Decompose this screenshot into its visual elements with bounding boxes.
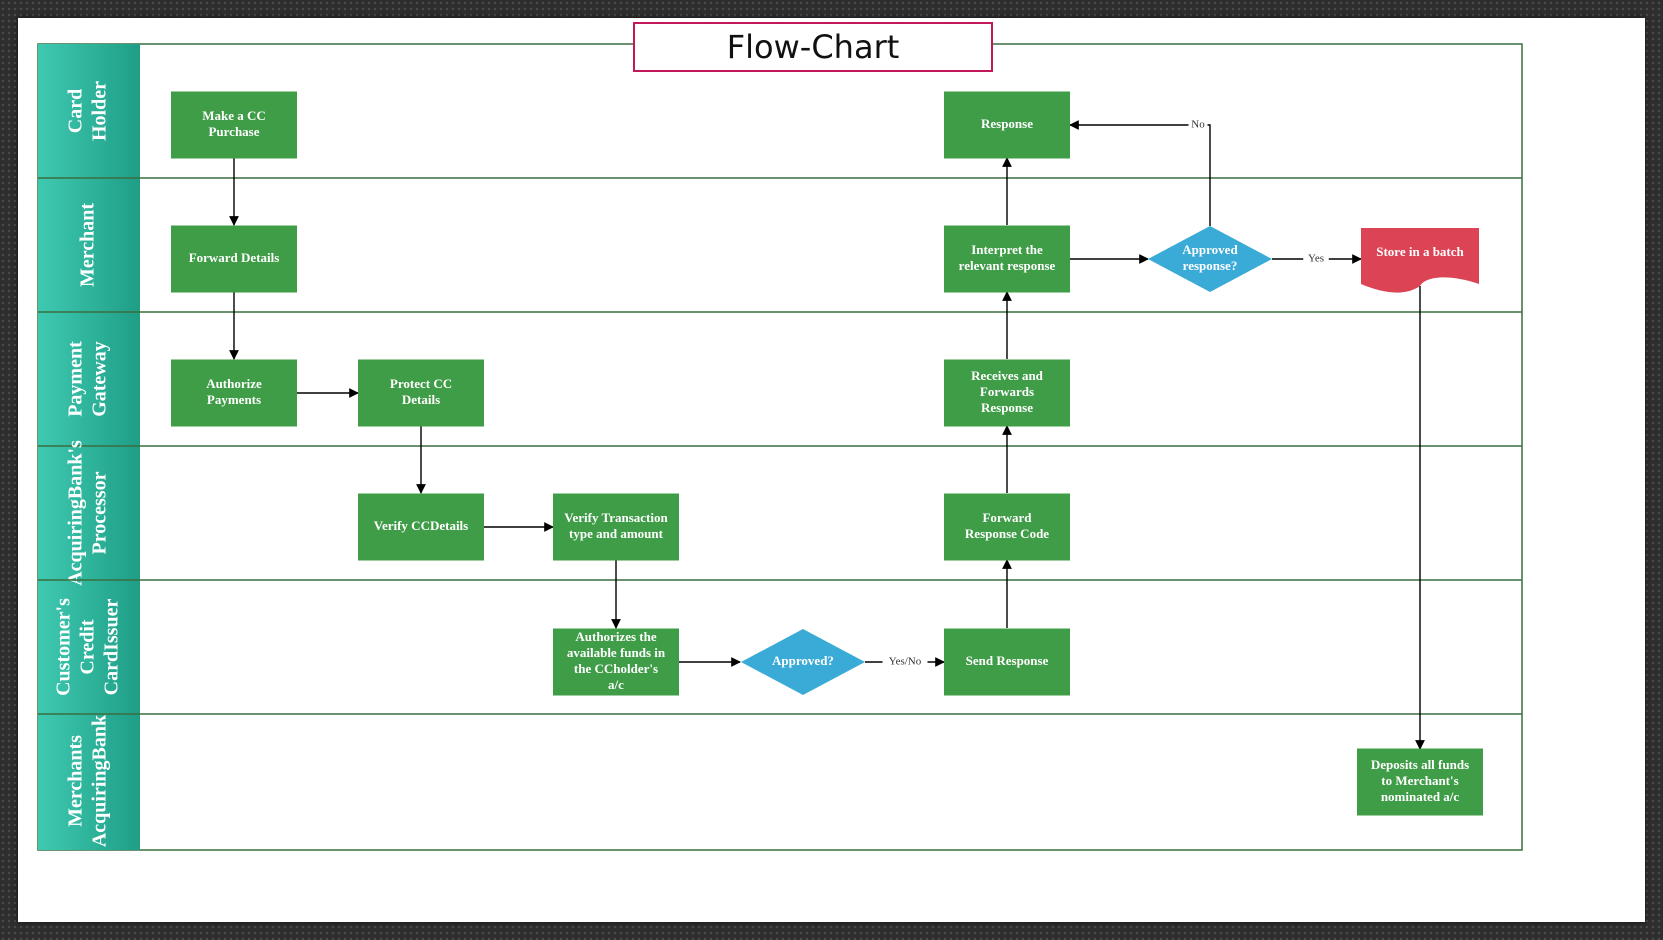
node-label-verify-cc: Verify CCDetails: [374, 518, 468, 533]
edge-label-approved_response-to-response: No: [1191, 119, 1205, 131]
lane-label-text-merchant: Merchant: [77, 203, 99, 287]
node-label-store-batch: Store in a batch: [1376, 244, 1464, 259]
node-label-send-response: Send Response: [966, 653, 1049, 668]
process-box: [171, 91, 297, 159]
node-label-response: Response: [981, 116, 1033, 131]
process-box: [944, 359, 1070, 427]
node-label-approved: Approved?: [772, 653, 834, 668]
swimlane-frame: [37, 43, 1523, 851]
page-title: Flow-Chart: [633, 22, 993, 72]
node-response: Response: [944, 91, 1070, 159]
edge-approved_response-to-response: [1069, 120, 1211, 226]
edge-label-bg: [1188, 118, 1208, 132]
node-send-response: Send Response: [944, 628, 1070, 696]
process-box: [944, 493, 1070, 561]
node-label-forward-details: Forward Details: [189, 250, 280, 265]
node-store-batch: Store in a batch: [1361, 228, 1479, 293]
document-shape: [1361, 228, 1479, 293]
process-box: [1357, 748, 1483, 816]
process-box: [358, 493, 484, 561]
decision-diamond: [741, 629, 865, 695]
edge-label-approved-to-send_response: Yes/No: [889, 656, 922, 668]
process-box: [358, 359, 484, 427]
process-box: [944, 91, 1070, 159]
decision-diamond: [1148, 226, 1272, 292]
edge-label-approved_response-to-store_batch: Yes: [1308, 253, 1324, 265]
process-box: [171, 225, 297, 293]
process-box: [944, 628, 1070, 696]
node-approved: Approved?: [741, 629, 865, 695]
process-box: [171, 359, 297, 427]
edge-label-bg: [1303, 252, 1329, 266]
node-forward-details: Forward Details: [171, 225, 297, 293]
process-box: [944, 225, 1070, 293]
edge-label-bg: [882, 655, 928, 669]
lane-label-merchant: Merchant: [77, 203, 99, 287]
process-box: [553, 493, 679, 561]
process-box: [553, 628, 679, 696]
node-verify-cc: Verify CCDetails: [358, 493, 484, 561]
